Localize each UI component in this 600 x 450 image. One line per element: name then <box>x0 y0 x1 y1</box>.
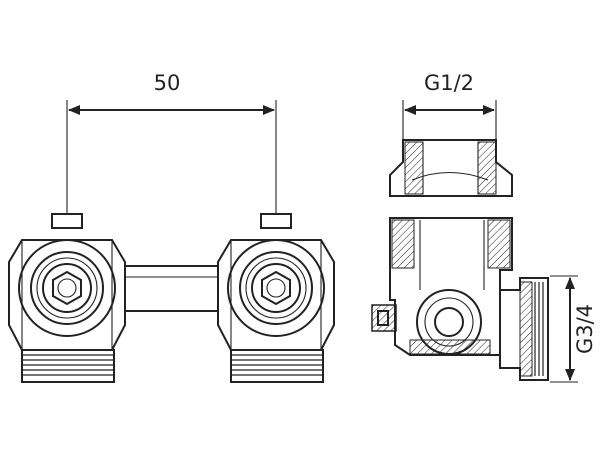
top-nut <box>389 139 513 197</box>
dimension-center-distance: 50 <box>66 71 277 215</box>
dimension-top-thread: G1/2 <box>402 71 497 140</box>
dimension-side-thread: G3/4 <box>550 275 597 383</box>
section-body <box>371 217 513 356</box>
dimension-label-g12: G1/2 <box>424 71 474 95</box>
valve-body-left <box>8 213 126 383</box>
valve-body-right <box>217 213 335 383</box>
dimension-label-50: 50 <box>154 71 181 95</box>
connecting-bridge <box>125 265 218 312</box>
side-outlet <box>499 277 549 381</box>
dimension-label-g34: G3/4 <box>573 304 597 354</box>
